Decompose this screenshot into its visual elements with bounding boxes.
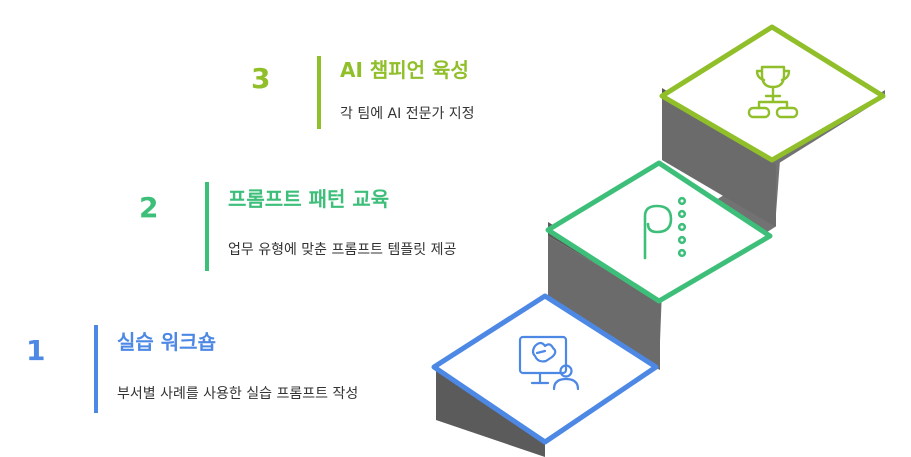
step-1-accent-bar [94, 325, 98, 413]
step-2-number: 2 [139, 191, 159, 224]
pattern-icon [643, 196, 687, 260]
trophy-icon [747, 65, 799, 119]
step-3-accent-bar [317, 56, 321, 129]
step-1-platform[interactable] [431, 293, 659, 445]
step-2-accent-bar [205, 182, 209, 271]
step-2-title: 프롬프트 패턴 교육 [228, 187, 390, 211]
step-2-description: 업무 유형에 맞춘 프롬프트 템플릿 제공 [228, 242, 457, 258]
step-3-title: AI 챔피언 육성 [340, 58, 469, 82]
step-1-number: 1 [26, 334, 46, 367]
step-3-number: 3 [251, 62, 271, 95]
step-3-description: 각 팀에 AI 전문가 지정 [340, 106, 475, 122]
step-1-description: 부서별 사례를 사용한 실습 프롬프트 작성 [117, 386, 359, 402]
step-1-title: 실습 워크숍 [117, 330, 216, 354]
presentation-icon [518, 335, 580, 391]
stair-body-middle [548, 236, 660, 370]
stair-body-top [662, 96, 776, 227]
